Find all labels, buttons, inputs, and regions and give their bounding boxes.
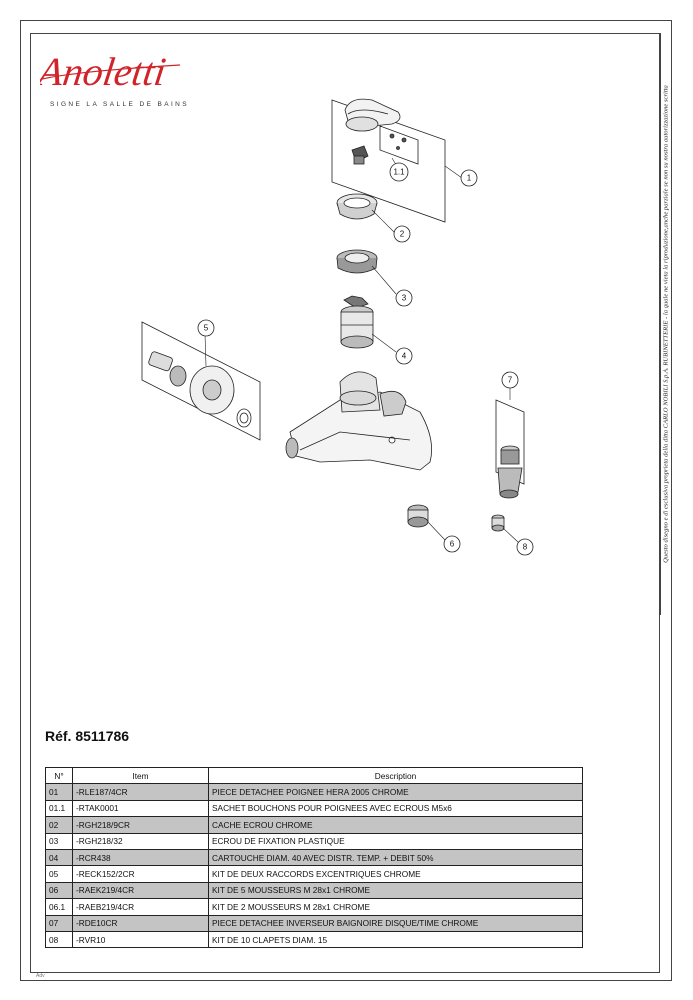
cell-no: 04 [45,848,73,867]
callout-label-3: 3 [402,294,407,303]
cell-item: -RECK152/2CR [72,865,209,883]
handle-part [344,98,401,165]
header-description: Description [208,766,583,785]
inner-frame [30,33,660,973]
table-header-row: N° Item Description [45,766,583,785]
callout-label-7: 7 [508,376,513,385]
cell-description: SACHET BOUCHONS POUR POIGNEES AVEC ECROU… [208,799,583,818]
part-7-frame [495,399,525,485]
cell-description: KIT DE DEUX RACCORDS EXCENTRIQUES CHROME [208,865,583,883]
ecrou-part [336,249,378,274]
cell-item: -RCR438 [72,848,209,867]
part-5-frame [141,321,261,441]
inverseur-part [497,445,523,499]
raccords-part [148,351,252,428]
header-no: N° [45,766,73,785]
callout-3 [395,289,413,307]
callout-7 [501,371,519,389]
cell-item: -RGH218/32 [72,832,209,850]
logo-script: Anoletti [40,49,169,94]
part-1-1-frame [379,125,419,165]
callout-1-1 [389,162,409,182]
mousseur-part [407,504,429,528]
part-1-frame [331,99,446,223]
header-item: Item [72,766,209,785]
callout-1 [460,169,478,187]
cell-description: KIT DE 2 MOUSSEURS M 28x1 CHROME [208,898,583,916]
cell-no: 07 [45,914,73,932]
cell-item: -RDE10CR [72,914,209,932]
mixer-body [285,371,433,471]
cell-item: -RTAK0001 [72,799,209,818]
callout-8 [516,538,534,556]
cell-no: 06 [45,881,73,900]
clapet-part [491,514,505,532]
cell-no: 02 [45,816,73,834]
cell-item: -RLE187/4CR [72,783,209,801]
callout-label-5: 5 [204,324,209,333]
callout-label-4: 4 [402,352,407,361]
cell-description: CARTOUCHE DIAM. 40 AVEC DISTR. TEMP. + D… [208,848,583,867]
callout-label-1: 1 [467,174,472,183]
cell-description: KIT DE 5 MOUSSEURS M 28x1 CHROME [208,881,583,900]
footer-mark: Adv [36,973,45,979]
cell-no: 06.1 [45,898,73,916]
logo-tagline: SIGNE LA SALLE DE BAINS [50,101,190,108]
side-strip [660,33,672,615]
callout-6 [443,535,461,553]
cartouche-part [340,295,374,349]
callout-4 [395,347,413,365]
callouts [197,162,534,556]
cell-description: ECROU DE FIXATION PLASTIQUE [208,832,583,850]
cell-no: 01.1 [45,799,73,818]
callout-label-2: 2 [400,230,405,239]
cell-item: -RVR10 [72,930,209,949]
cache-ecrou-part [336,193,378,220]
outer-frame [20,20,672,981]
cell-no: 03 [45,832,73,850]
callout-label-1-1: 1.1 [393,168,405,177]
copyright-note: Questo disegno e di esclusiva proprieta … [662,85,670,563]
cell-description: PIECE DETACHEE INVERSEUR BAIGNOIRE DISQU… [208,914,583,932]
cell-item: -RGH218/9CR [72,816,209,834]
callout-label-6: 6 [450,540,455,549]
cell-no: 08 [45,930,73,949]
brand-logo: Anoletti [40,49,181,94]
reference-title: Réf. 8511786 [45,728,130,744]
callout-5 [197,319,215,337]
cell-description: CACHE ECROU CHROME [208,816,583,834]
exploded-diagram: 1 1.1 2 3 4 5 6 7 8 [141,98,534,556]
cell-description: PIECE DETACHEE POIGNEE HERA 2005 CHROME [208,783,583,801]
cell-item: -RAEB219/4CR [72,898,209,916]
cell-no: 01 [45,783,73,801]
cell-item: -RAEK219/4CR [72,881,209,900]
callout-2 [393,225,411,243]
callout-label-8: 8 [523,543,528,552]
cell-description: KIT DE 10 CLAPETS DIAM. 15 [208,930,583,949]
cell-no: 05 [45,865,73,883]
